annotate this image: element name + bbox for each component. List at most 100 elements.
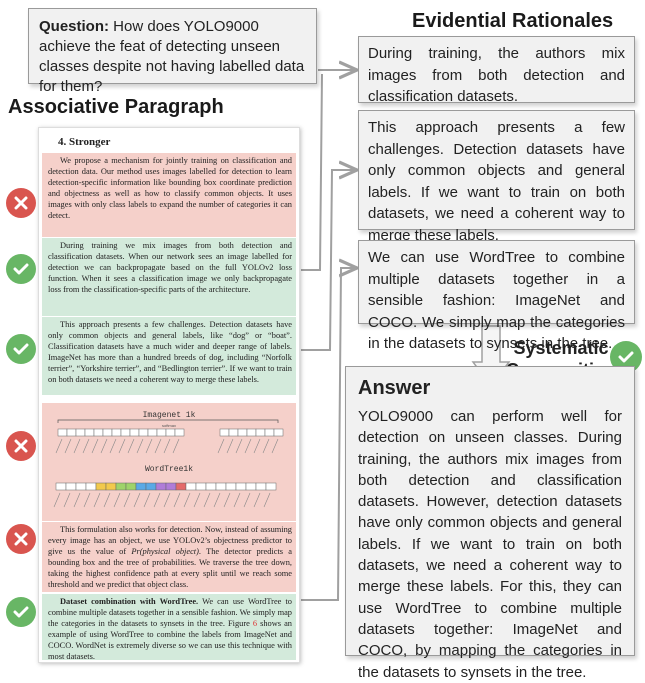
figure-cell xyxy=(55,482,67,491)
evidence-box-3: We can use WordTree to combine multiple … xyxy=(358,240,635,352)
paragraph-6: Dataset combination with WordTree. We ca… xyxy=(42,594,296,662)
figure-cell xyxy=(105,482,117,491)
figure-cell xyxy=(228,428,239,437)
figure-label-stroke xyxy=(153,492,161,508)
x-icon xyxy=(6,431,36,461)
x-icon xyxy=(6,188,36,218)
figure-cell xyxy=(138,428,149,437)
check-icon xyxy=(6,254,36,284)
figure-cell xyxy=(125,482,137,491)
figure-cell xyxy=(145,482,157,491)
figure-cell xyxy=(120,428,131,437)
paragraph-5-text-b: . The detector predicts a bounding box a… xyxy=(48,547,292,590)
figure-label-stroke xyxy=(73,438,81,454)
figure-title-imagenet: Imagenet 1k xyxy=(143,411,196,420)
figure-label-stroke xyxy=(154,438,162,454)
question-box: Question: How does YOLO9000 achieve the … xyxy=(28,8,317,95)
associative-paragraph-title: Associative Paragraph xyxy=(8,96,224,118)
figure-label-stroke xyxy=(271,438,279,454)
figure-label-stroke xyxy=(53,492,61,508)
figure-cell xyxy=(75,482,87,491)
figure-label-stroke xyxy=(235,438,243,454)
question-text: How does YOLO9000 achieve the feat of de… xyxy=(39,18,305,95)
paragraph-1: We propose a mechanism for jointly train… xyxy=(42,153,296,237)
paragraph-5-math: Pr(physical object) xyxy=(131,547,199,557)
figure-label-stroke xyxy=(253,438,261,454)
figure-label-stroke xyxy=(172,438,180,454)
figure-cell xyxy=(84,428,95,437)
figure-label-stroke xyxy=(143,492,151,508)
figure-label-stroke xyxy=(213,492,221,508)
paragraph-5-text-a: This formulation also works for detectio… xyxy=(48,525,292,557)
figure-cell xyxy=(237,428,248,437)
paragraph-6-text-b: shows an example of using WordTree to co… xyxy=(48,619,292,662)
figure-reference-link[interactable]: 6 xyxy=(252,619,258,629)
figure-label-stroke xyxy=(100,438,108,454)
figure-cell xyxy=(165,428,176,437)
figure-label-stroke xyxy=(93,492,101,508)
evidence-2-text: This approach presents a few challenges.… xyxy=(368,119,625,244)
figure-cell xyxy=(273,428,284,437)
figure-label-stroke xyxy=(145,438,153,454)
paragraph-2: During training we mix images from both … xyxy=(42,238,296,316)
figure-cell xyxy=(255,428,266,437)
figure-cell xyxy=(175,482,187,491)
figure-label-stroke xyxy=(203,492,211,508)
check-icon xyxy=(6,334,36,364)
answer-text: YOLO9000 can perform well for detection … xyxy=(358,408,622,681)
figure-label-stroke xyxy=(113,492,121,508)
figure-cell xyxy=(93,428,104,437)
figure-cell xyxy=(245,482,257,491)
figure-cell xyxy=(66,428,77,437)
figure-cell xyxy=(215,482,227,491)
wordtree-labels xyxy=(53,492,271,508)
figure-label-stroke xyxy=(262,438,270,454)
figure-label-stroke xyxy=(133,492,141,508)
figure-label-stroke xyxy=(233,492,241,508)
answer-title: Answer xyxy=(358,377,431,399)
figure-label-stroke xyxy=(82,438,90,454)
figure-label-stroke xyxy=(253,492,261,508)
figure-cell xyxy=(115,482,127,491)
evidence-box-1: During training, the authors mix images … xyxy=(358,36,635,105)
figure-cell xyxy=(255,482,267,491)
figure-label-stroke xyxy=(193,492,201,508)
figure-cell xyxy=(225,482,237,491)
paragraph-2-text: During training we mix images from both … xyxy=(48,241,292,295)
wordtree-cells xyxy=(55,482,277,491)
figure-cell xyxy=(235,482,247,491)
figure-cell xyxy=(205,482,217,491)
figure-label-stroke xyxy=(91,438,99,454)
figure-cell xyxy=(102,428,113,437)
figure-cell xyxy=(185,482,197,491)
figure-cell xyxy=(85,482,97,491)
figure-label-stroke xyxy=(183,492,191,508)
paper-section-heading: 4. Stronger xyxy=(58,136,111,148)
figure-label-stroke xyxy=(244,438,252,454)
figure-label-stroke xyxy=(136,438,144,454)
systematic-line-1: Systematic xyxy=(513,338,609,358)
figure-label-stroke xyxy=(163,492,171,508)
figure-label-stroke xyxy=(226,438,234,454)
figure-label-stroke xyxy=(64,438,72,454)
wordtree-figure-graphic: Imagenet 1k softmax WordTree1k xyxy=(53,411,284,508)
figure-cell xyxy=(57,428,68,437)
paragraph-3: This approach presents a few challenges.… xyxy=(42,317,296,395)
figure-label-stroke xyxy=(83,492,91,508)
wordtree-figure: Imagenet 1k softmax WordTree1k xyxy=(42,403,296,521)
figure-cell xyxy=(95,482,107,491)
figure-label-stroke xyxy=(173,492,181,508)
evidence-1-text: During training, the authors mix images … xyxy=(368,45,625,105)
figure-label-stroke xyxy=(243,492,251,508)
imagenet-labels xyxy=(55,438,279,454)
question-label: Question: xyxy=(39,18,109,35)
figure-label-stroke xyxy=(73,492,81,508)
figure-softmax-label: softmax xyxy=(162,423,176,428)
figure-label-stroke xyxy=(103,492,111,508)
paragraph-6-bold: Dataset combination with WordTree. xyxy=(60,597,199,606)
figure-cell xyxy=(147,428,158,437)
figure-cell xyxy=(129,428,140,437)
figure-label-stroke xyxy=(127,438,135,454)
figure-cell xyxy=(135,482,147,491)
figure-label-stroke xyxy=(217,438,225,454)
